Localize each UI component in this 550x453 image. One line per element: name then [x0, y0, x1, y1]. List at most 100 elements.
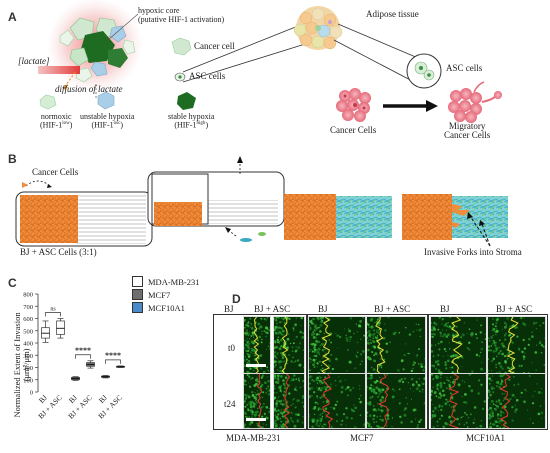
adipose-tissue-label: Adipose tissue [366, 9, 419, 19]
y-tick-label: 100 [23, 377, 33, 384]
micrograph-mcf10a1-bj-t24 [430, 373, 487, 429]
cancer-cell-block-1 [20, 195, 78, 243]
lactate-label: [lactate] [18, 56, 50, 66]
b-invasive-label: Invasive Forks into Stroma [424, 247, 522, 257]
b-ratio-label: BJ + ASC Cells (3:1) [20, 247, 97, 257]
cancer-cells-cluster [336, 88, 371, 122]
panel-a-illustration [38, 0, 502, 123]
d-row-label-t0: t0 [228, 343, 236, 353]
significance-bracket [75, 354, 91, 359]
d-col-label-6: BJ + ASC [496, 304, 533, 314]
adipose-tissue-cluster [293, 6, 343, 50]
significance-bracket [45, 312, 61, 317]
y-tick-label: 400 [23, 341, 33, 348]
y-axis-label: Normalized Extent of Invasion (μm²/μm) [12, 305, 31, 425]
normoxic-text: normoxic [40, 112, 72, 121]
d-col-label-5: BJ [440, 304, 450, 314]
unstable-hypoxia-label: unstable hypoxia (HIF-1osc) [80, 112, 135, 131]
micrograph-texture [244, 374, 270, 428]
micrograph-mda-asc-t24 [273, 373, 305, 429]
normoxic-sup: low [62, 121, 70, 127]
micrograph-texture [431, 374, 486, 428]
d-group-label-mcf7: MCF7 [350, 433, 374, 443]
cancer-cell-block-2 [154, 202, 202, 226]
legend-swatch-mcf7 [132, 289, 143, 300]
y-tick-label: 800 [23, 292, 33, 299]
migratory-text-2: Cancer Cells [444, 130, 491, 141]
scale-bar-top [246, 364, 266, 367]
significance-label: **** [75, 346, 91, 355]
normoxic-hif: (HIF-1 [40, 121, 63, 131]
hypoxic-core-sublabel: (putative HIF-1 activation) [138, 15, 225, 24]
d-col-label-2: BJ + ASC [254, 304, 291, 314]
micrograph-texture [274, 317, 304, 373]
stable-text: stable hypoxia [168, 112, 215, 121]
invasion-stroma-2 [452, 196, 508, 238]
micrograph-texture [274, 374, 304, 428]
normoxic-cell [39, 94, 57, 110]
d-col-label-3: BJ [318, 304, 328, 314]
panel-a-letter: A [8, 10, 17, 24]
d-group-label-mcf10a1: MCF10A1 [466, 433, 506, 443]
cancer-cells-label: Cancer Cells [330, 125, 377, 135]
y-tick-label: 200 [23, 365, 33, 372]
unstable-hif: (HIF-1 [91, 121, 114, 131]
micrograph-mcf7-bj-t24 [308, 373, 366, 429]
micrograph-frame-mda [213, 314, 308, 430]
legend-item-mcf10a1: MCF10A1 [132, 301, 199, 314]
y-tick-label: 300 [23, 353, 33, 360]
y-axis-label-line2: (μm²/μm) [21, 348, 31, 382]
micrograph-mda-asc-t0 [273, 316, 305, 374]
micrograph-mcf7-asc-t24 [366, 373, 426, 429]
d-row-label-t24: t24 [224, 399, 236, 409]
arrow-right-icon [426, 100, 438, 112]
stable-hif: (HIF-1 [174, 121, 197, 131]
normoxic-label: normoxic (HIF-1low) [40, 112, 73, 131]
y-tick-label: 600 [23, 316, 33, 323]
hypoxic-core-label: hypoxic core [138, 6, 180, 15]
micrograph-mcf10a1-asc-t0 [487, 316, 546, 374]
panel-b-letter: B [8, 152, 17, 166]
chart-legend: MDA-MB-231 MCF7 MCF10A1 [132, 275, 199, 314]
unstable-text: unstable hypoxia [80, 112, 135, 121]
legend-label-mcf10a1: MCF10A1 [148, 302, 185, 313]
micrograph-frame-mcf10a1 [428, 314, 548, 430]
legend-item-mcf7: MCF7 [132, 288, 199, 301]
invasion-cancer-1 [284, 194, 336, 240]
micrograph-texture [309, 317, 365, 373]
micrograph-texture [431, 317, 486, 373]
significance-label: **** [105, 351, 121, 360]
legend-swatch-mda [132, 276, 143, 287]
d-col-label-4: BJ + ASC [374, 304, 411, 314]
stable-hypoxia-label: stable hypoxia (HIF-1high) [168, 112, 215, 131]
asc-cells-left-label: ASC cells [189, 71, 226, 81]
cancer-cell-icon [171, 37, 192, 56]
migratory-text: Migratory [448, 121, 486, 131]
arrow-up-icon [237, 156, 243, 163]
b-cancer-cells-label: Cancer Cells [32, 167, 79, 177]
micrograph-mcf7-bj-t0 [308, 316, 366, 374]
micrograph-texture [488, 317, 545, 373]
lactate-gradient [38, 66, 80, 74]
stable-sup: high [196, 121, 206, 127]
micrograph-mcf10a1-bj-t0 [430, 316, 487, 374]
box-mda-mb-231-1 [56, 320, 65, 335]
diffusion-label: diffusion of lactate [55, 84, 123, 94]
asc-cells-right-label: ASC cells [446, 63, 483, 73]
d-group-label-mda: MDA-MB-231 [226, 433, 281, 443]
stable-hypoxia-cell [177, 92, 196, 110]
micrograph-texture [367, 374, 425, 428]
unstable-sup: osc [113, 121, 121, 127]
micrograph-texture [488, 374, 545, 428]
legend-swatch-mcf10a1 [132, 302, 143, 313]
y-tick-label: 0 [30, 390, 33, 397]
panel-c-letter: C [8, 276, 17, 290]
scale-bar-bottom [246, 418, 266, 421]
y-tick-label: 700 [23, 304, 33, 311]
panel-b-illustration [15, 156, 508, 247]
migratory-cells-cluster [448, 81, 502, 123]
legend-label-mda: MDA-MB-231 [148, 276, 200, 287]
unstable-hypoxia-cell [97, 91, 115, 110]
micrograph-frame-mcf7 [306, 314, 428, 430]
